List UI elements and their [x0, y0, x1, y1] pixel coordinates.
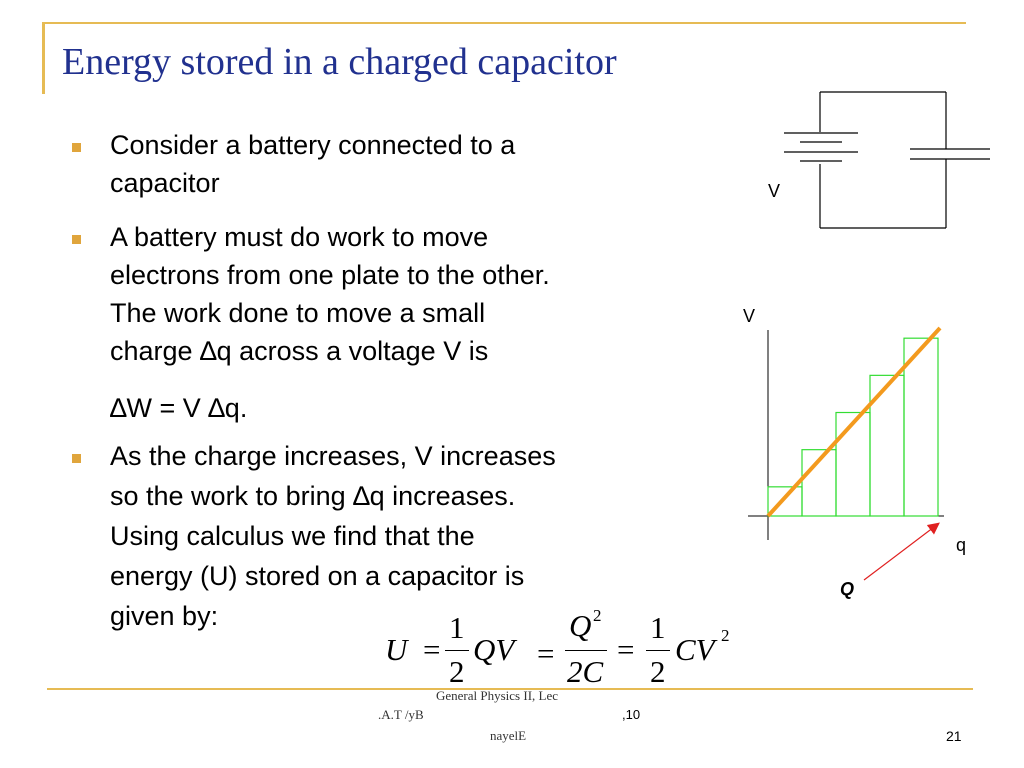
footer-rule	[47, 688, 973, 690]
bullet-text: electrons from one plate to the other.	[110, 260, 550, 290]
step-rect	[903, 337, 939, 517]
bullet-text: The work done to move a small	[110, 298, 486, 328]
footer-author-name: nayelE	[490, 728, 527, 743]
formula-symbol: 2	[721, 626, 730, 645]
bullet-text: so the work to bring ∆q increases.	[110, 481, 516, 511]
work-equation: ∆W = V ∆q.	[110, 393, 248, 423]
fraction-bar	[565, 650, 607, 651]
formula-symbol: 2	[449, 654, 465, 689]
formula-symbol: U	[385, 632, 408, 667]
bullet-text: charge ∆q across a voltage V is	[110, 336, 489, 366]
slide-title: Energy stored in a charged capacitor	[62, 41, 617, 83]
bullet-text: given by:	[110, 601, 219, 631]
voltage-line	[766, 326, 942, 518]
formula-symbol: QV	[473, 632, 515, 667]
formula-symbol: =	[617, 632, 635, 667]
battery-voltage-label: V	[768, 181, 781, 201]
formula-symbol: 1	[650, 610, 666, 645]
formula-symbol: 2	[650, 654, 666, 689]
fraction-bar	[646, 650, 670, 651]
bullet-marker	[72, 454, 81, 463]
footer-course: General Physics II, Lec	[436, 688, 559, 703]
formula-symbol: =	[423, 632, 441, 667]
step-rectangles	[767, 337, 939, 517]
bullet-text: capacitor	[110, 168, 220, 198]
formula-symbol: 2C	[567, 654, 604, 689]
q-annotation: Q	[840, 579, 855, 599]
bullet-marker	[72, 143, 81, 152]
footer-author-initials: .A.T /yB	[378, 707, 424, 722]
y-axis-label: V	[743, 306, 756, 326]
frame-left-rule	[42, 22, 45, 94]
step-rect	[835, 411, 871, 517]
frame-top-rule	[42, 22, 966, 24]
bullet-text: Using calculus we find that the	[110, 521, 475, 551]
formula-symbol: CV	[675, 632, 715, 667]
bullet-text: energy (U) stored on a capacitor is	[110, 561, 525, 591]
formula-symbol: =	[537, 636, 555, 671]
x-axis-label: q	[956, 535, 967, 555]
formula-symbol: 2	[593, 606, 602, 625]
formula-symbol: Q	[569, 608, 592, 643]
bullet-marker	[72, 235, 81, 244]
energy-formula: U = 1 2 QV = Q 2 2C = 1 2 CV 2	[385, 604, 745, 696]
bullet-text: Consider a battery connected to a	[110, 130, 516, 160]
bullet-text: A battery must do work to move	[110, 222, 489, 252]
q-arrow	[863, 522, 940, 581]
page-number: 21	[946, 728, 962, 744]
formula-symbol: 1	[449, 610, 465, 645]
footer-lecture-number: ,10	[622, 707, 641, 722]
fraction-bar	[445, 650, 469, 651]
bullet-text: As the charge increases, V increases	[110, 441, 556, 471]
